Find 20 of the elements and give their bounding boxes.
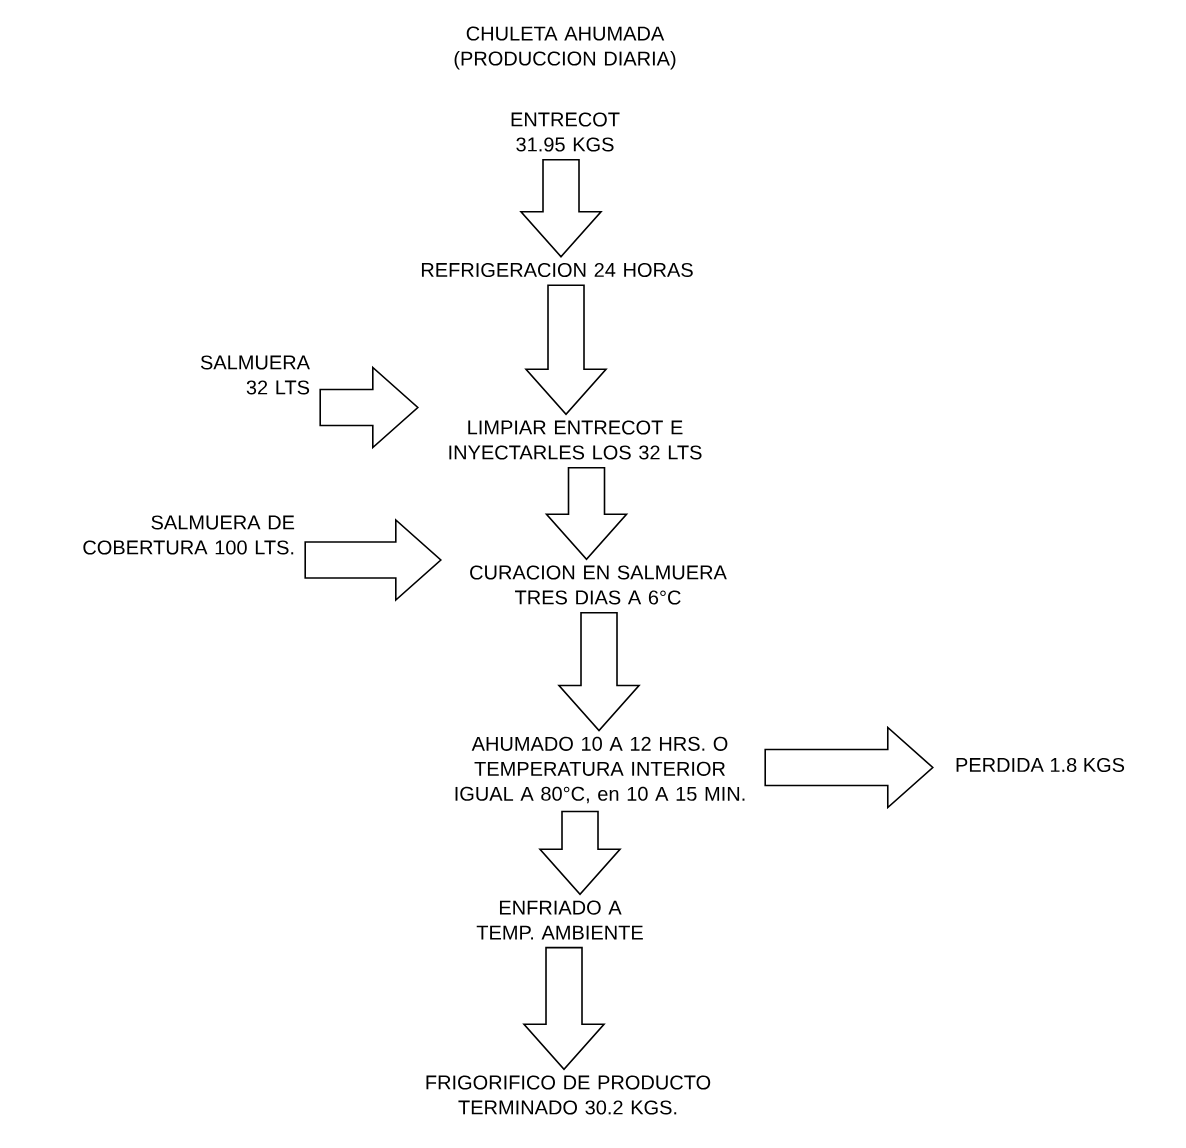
block-arrow	[522, 946, 606, 1071]
block-arrow	[557, 611, 641, 732]
step-text: SALMUERA DE COBERTURA 100 LTS.	[83, 515, 295, 555]
block-arrow	[304, 518, 442, 602]
block-arrow	[524, 284, 608, 416]
block-arrow	[544, 466, 629, 561]
step-text: ENFRIADO A TEMP. AMBIENTE	[476, 900, 643, 940]
step-text: REFRIGERACION 24 HORAS	[421, 262, 693, 278]
block-arrow	[519, 158, 603, 258]
step-text: SALMUERA 32 LTS	[200, 355, 310, 395]
step-text: FRIGORIFICO DE PRODUCTO TERMINADO 30.2 KGS.	[426, 1075, 711, 1115]
title: CHULETA AHUMADA (PRODUCCION DIARIA)	[454, 26, 676, 70]
step-text: PERDIDA 1.8 KGS	[956, 757, 1125, 773]
block-arrow	[319, 365, 419, 450]
step-text: AHUMADO 10 A 12 HRS. O TEMPERATURA INTERIOR IGUAL A 80°C, en 10 A 15 MIN.	[455, 736, 745, 804]
block-arrow	[764, 725, 934, 810]
step-text: ENTRECOT 31.95 KGS	[511, 112, 620, 152]
step-text: LIMPIAR ENTRECOT E INYECTARLES LOS 32 LTS	[449, 420, 702, 460]
step-text: CURACION EN SALMUERA TRES DIAS A 6°C	[470, 565, 727, 605]
block-arrow	[538, 810, 622, 896]
